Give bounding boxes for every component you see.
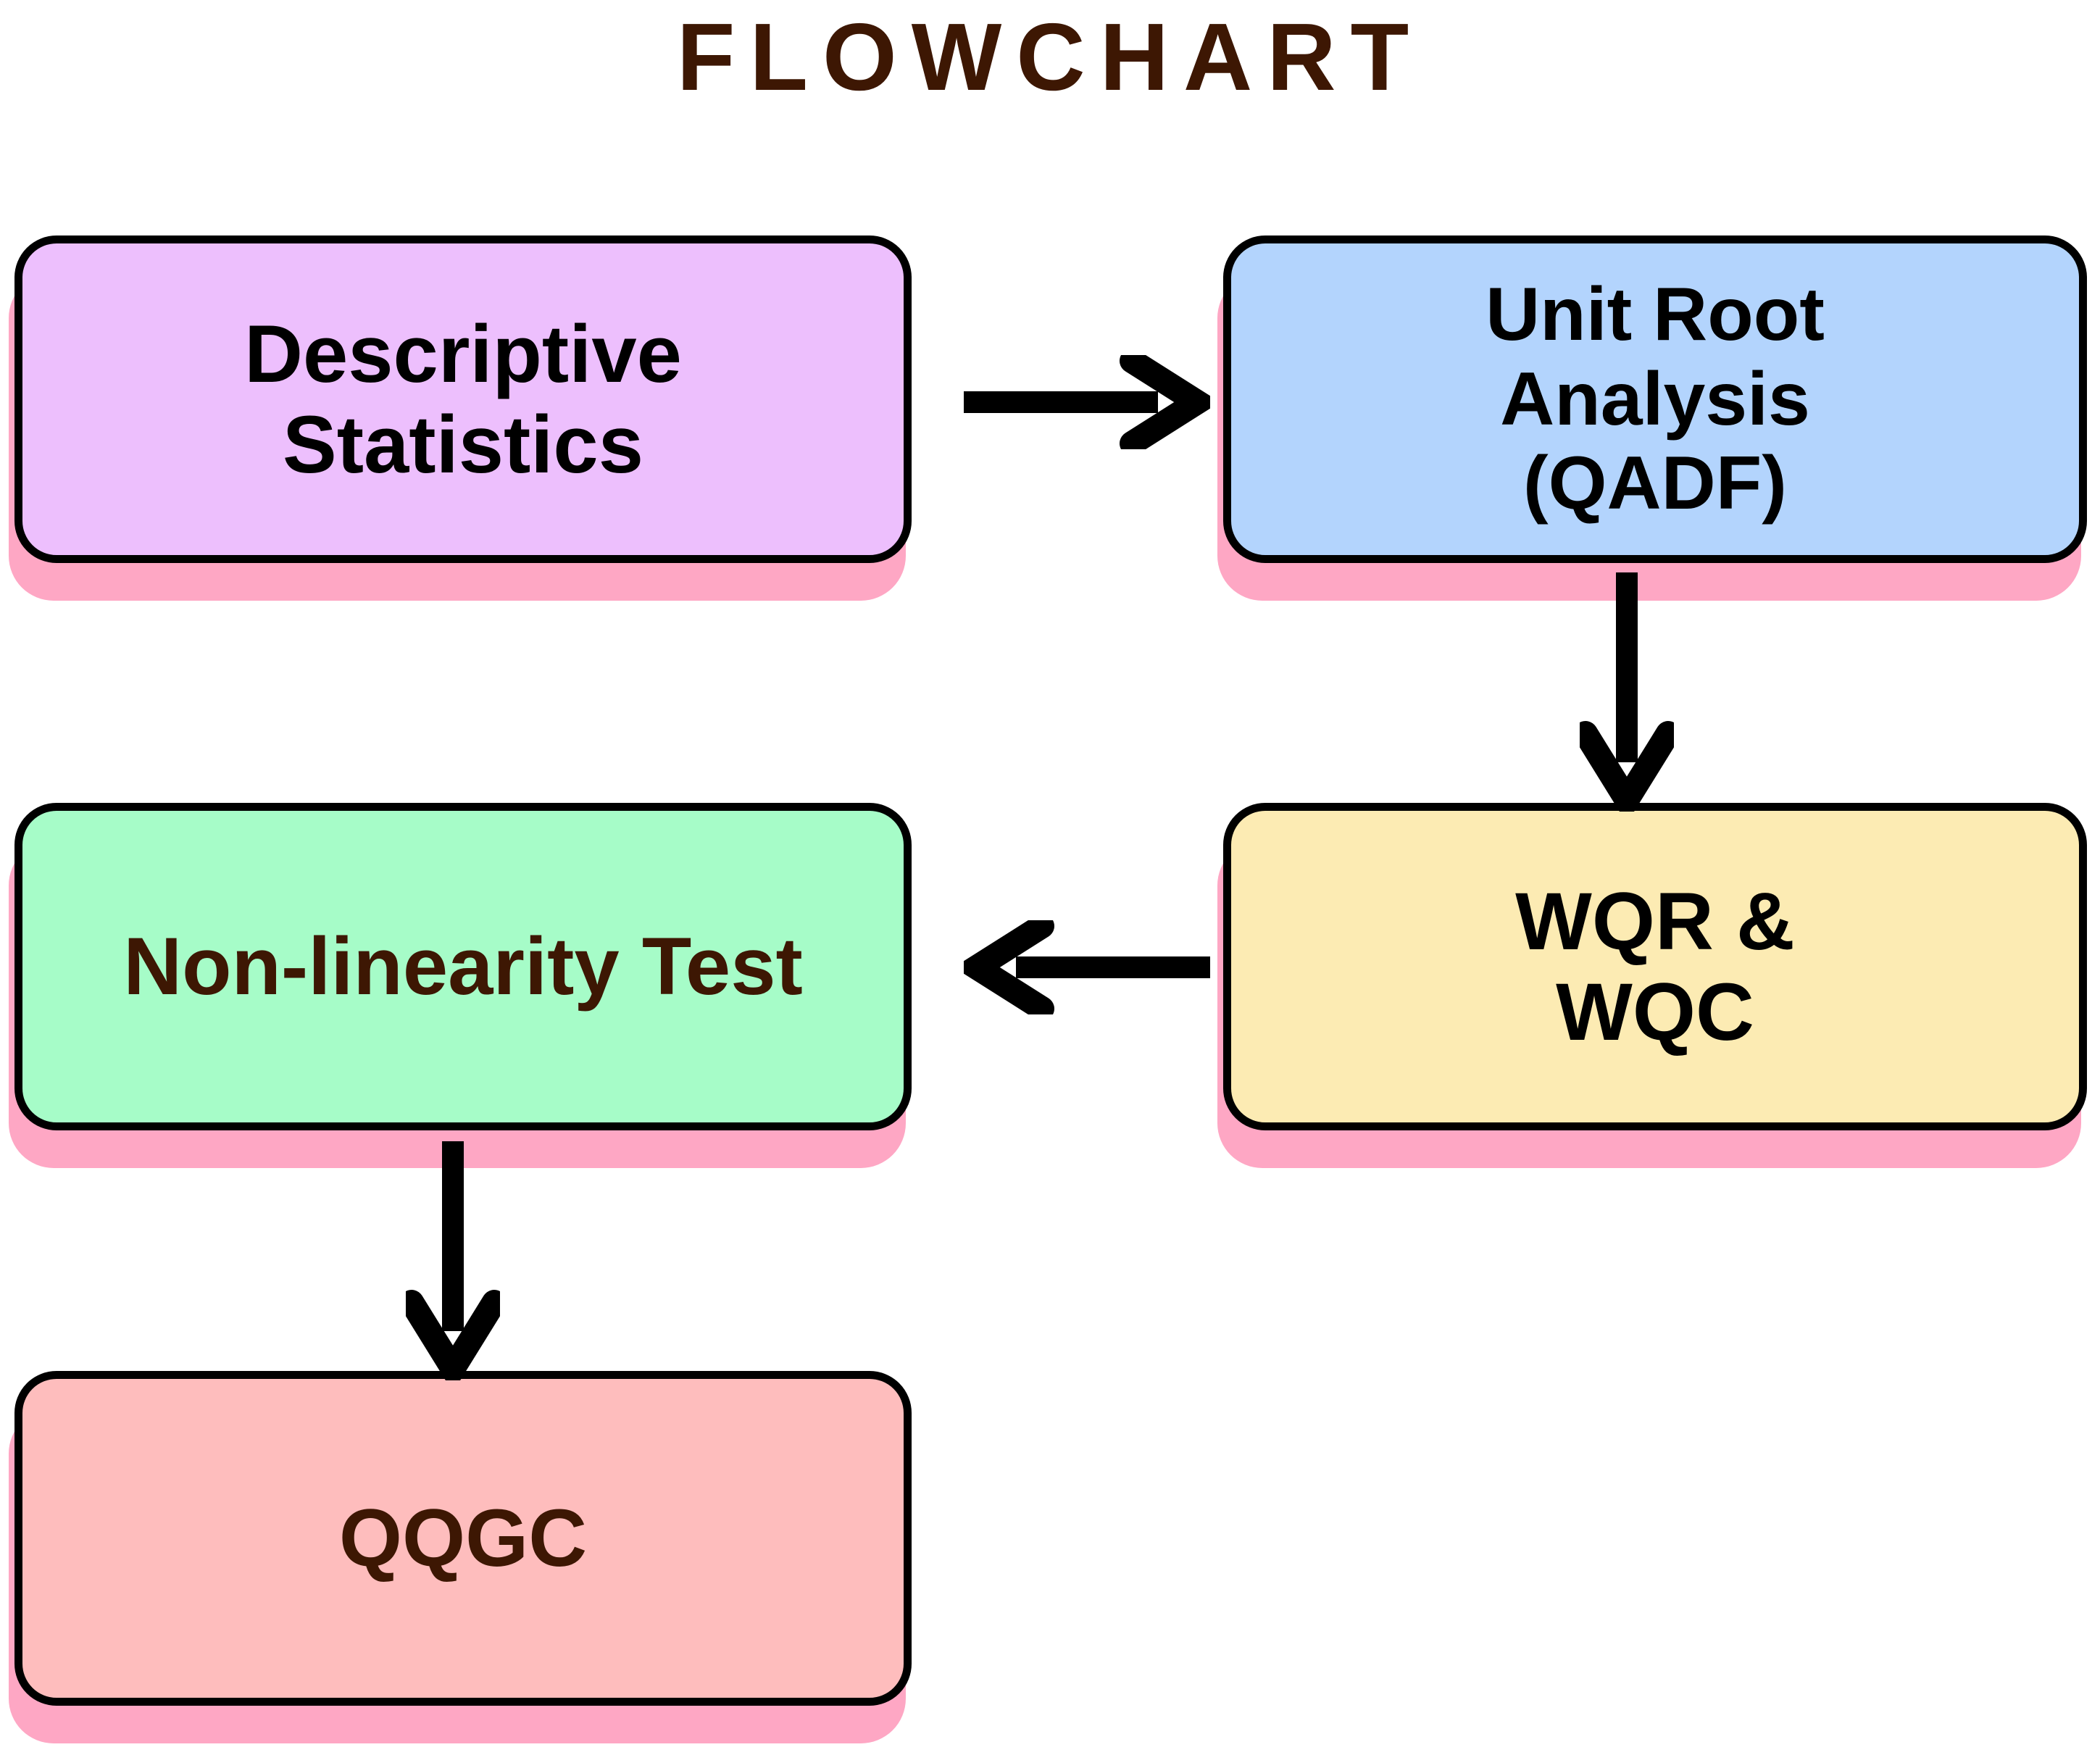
node-label: WQR & WQC <box>1515 875 1795 1057</box>
arrow-down-icon <box>1580 572 1674 812</box>
arrow-right-icon <box>964 355 1210 449</box>
node-label: Non-linearity Test <box>123 921 803 1012</box>
node-body: QQGC <box>14 1371 912 1706</box>
node-label: Unit Root Analysis (QADF) <box>1486 272 1825 526</box>
node-body: WQR & WQC <box>1223 803 2087 1130</box>
node-body: Descriptive Statistics <box>14 235 912 563</box>
node-qqgc[interactable]: QQGC <box>9 1371 912 1743</box>
node-non-linearity-test[interactable]: Non-linearity Test <box>9 803 912 1168</box>
node-body: Unit Root Analysis (QADF) <box>1223 235 2087 563</box>
arrow-down-icon <box>406 1141 500 1380</box>
page-title: FLOWCHART <box>676 4 1424 110</box>
node-wqr-wqc[interactable]: WQR & WQC <box>1217 803 2087 1168</box>
arrow-left-icon <box>964 920 1210 1014</box>
node-body: Non-linearity Test <box>14 803 912 1130</box>
node-label: Descriptive Statistics <box>244 308 682 490</box>
node-descriptive-statistics[interactable]: Descriptive Statistics <box>9 235 912 601</box>
node-unit-root-analysis[interactable]: Unit Root Analysis (QADF) <box>1217 235 2087 601</box>
node-label: QQGC <box>338 1493 588 1584</box>
